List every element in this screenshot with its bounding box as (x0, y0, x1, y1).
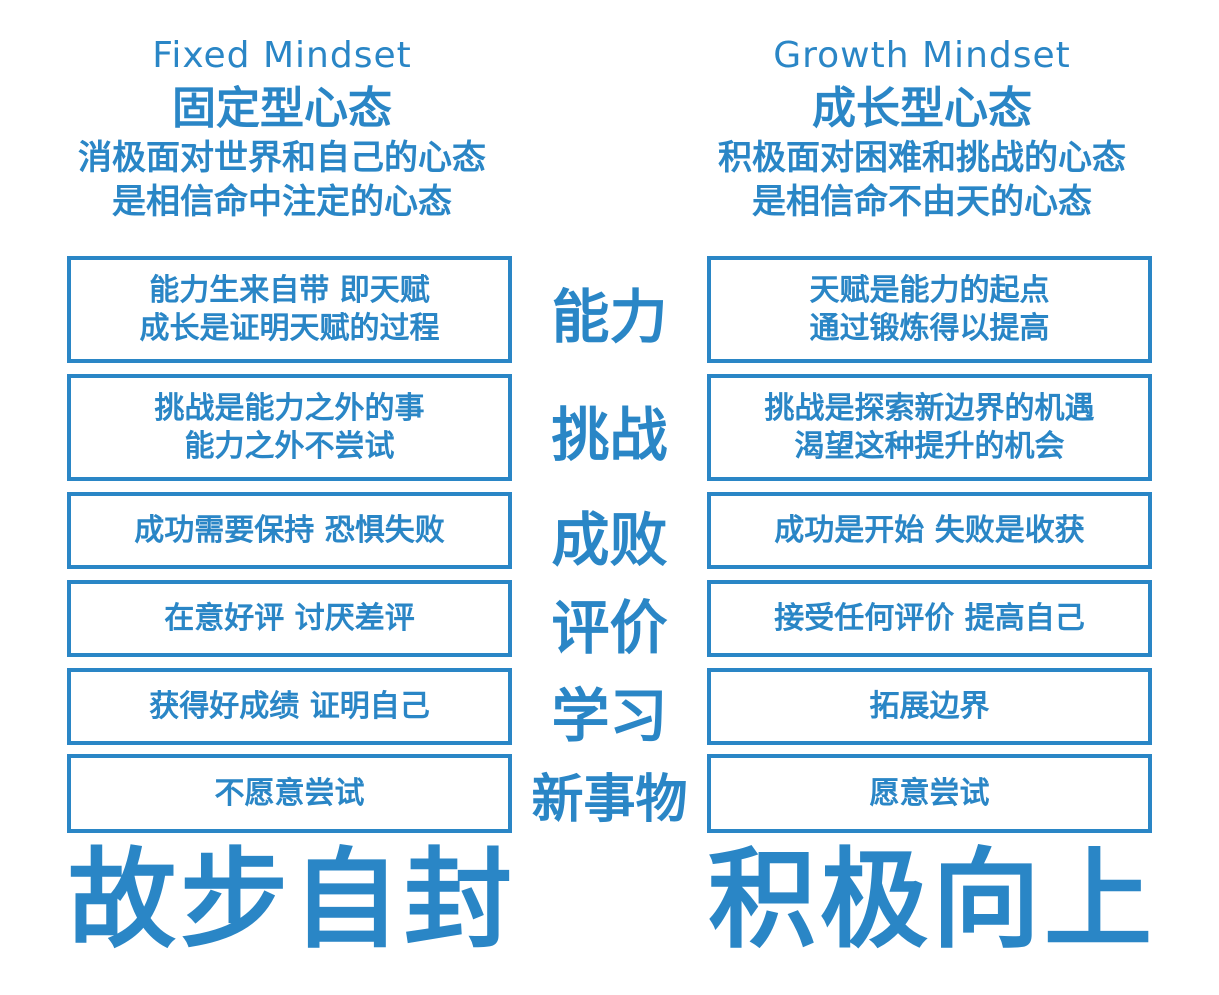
fixed-evaluation-line-1: 在意好评 讨厌差评 (164, 600, 415, 636)
fixed-challenge-line-1: 挑战是能力之外的事 (154, 390, 425, 426)
fixed-title-en: Fixed Mindset (152, 35, 412, 76)
growth-desc-1: 积极面对困难和挑战的心态 (718, 138, 1126, 178)
growth-challenge-line-2: 渴望这种提升的机会 (794, 428, 1065, 464)
growth-learning-box: 拓展边界 (707, 668, 1152, 745)
growth-new-things-box: 愿意尝试 (707, 754, 1152, 833)
fixed-ability-box: 能力生来自带 即天赋 成长是证明天赋的过程 (67, 256, 512, 363)
growth-ability-line-2: 通过锻炼得以提高 (809, 310, 1050, 346)
growth-evaluation-box: 接受任何评价 提高自己 (707, 580, 1152, 657)
growth-success-failure-box: 成功是开始 失败是收获 (707, 492, 1152, 569)
growth-challenge-line-1: 挑战是探索新边界的机遇 (764, 390, 1095, 426)
growth-new-things-line-1: 愿意尝试 (869, 775, 990, 811)
fixed-evaluation-box: 在意好评 讨厌差评 (67, 580, 512, 657)
fixed-desc-1: 消极面对世界和自己的心态 (78, 138, 486, 178)
growth-ability-box: 天赋是能力的起点 通过锻炼得以提高 (707, 256, 1152, 363)
fixed-ability-line-2: 成长是证明天赋的过程 (139, 310, 440, 346)
category-ability: 能力 (551, 283, 668, 351)
category-success-failure: 成败 (551, 506, 668, 574)
growth-title-en: Growth Mindset (773, 35, 1071, 76)
fixed-desc-2: 是相信命中注定的心态 (112, 182, 452, 222)
growth-challenge-box: 挑战是探索新边界的机遇 渴望这种提升的机会 (707, 374, 1152, 481)
fixed-learning-line-1: 获得好成绩 证明自己 (149, 688, 430, 724)
growth-verdict: 积极向上 (707, 838, 1156, 963)
fixed-challenge-line-2: 能力之外不尝试 (184, 428, 395, 464)
growth-learning-line-1: 拓展边界 (869, 688, 990, 724)
fixed-ability-line-1: 能力生来自带 即天赋 (149, 272, 430, 308)
fixed-title-zh: 固定型心态 (172, 83, 392, 134)
growth-evaluation-line-1: 接受任何评价 提高自己 (774, 600, 1085, 636)
growth-success-failure-line-1: 成功是开始 失败是收获 (774, 512, 1085, 548)
growth-desc-2: 是相信命不由天的心态 (752, 182, 1092, 222)
category-challenge: 挑战 (551, 401, 668, 469)
category-evaluation: 评价 (551, 594, 668, 662)
growth-mindset-header: Growth Mindset 成长型心态 积极面对困难和挑战的心态 是相信命不由… (672, 30, 1172, 224)
growth-ability-line-1: 天赋是能力的起点 (809, 272, 1050, 308)
fixed-learning-box: 获得好成绩 证明自己 (67, 668, 512, 745)
fixed-success-failure-line-1: 成功需要保持 恐惧失败 (134, 512, 445, 548)
fixed-mindset-header: Fixed Mindset 固定型心态 消极面对世界和自己的心态 是相信命中注定… (32, 30, 532, 224)
fixed-challenge-box: 挑战是能力之外的事 能力之外不尝试 (67, 374, 512, 481)
fixed-new-things-box: 不愿意尝试 (67, 754, 512, 833)
growth-title-zh: 成长型心态 (812, 83, 1032, 134)
fixed-verdict: 故步自封 (67, 838, 516, 963)
fixed-success-failure-box: 成功需要保持 恐惧失败 (67, 492, 512, 569)
fixed-new-things-line-1: 不愿意尝试 (214, 775, 365, 811)
category-learning: 学习 (551, 682, 668, 750)
category-new-things: 新事物 (531, 770, 688, 830)
